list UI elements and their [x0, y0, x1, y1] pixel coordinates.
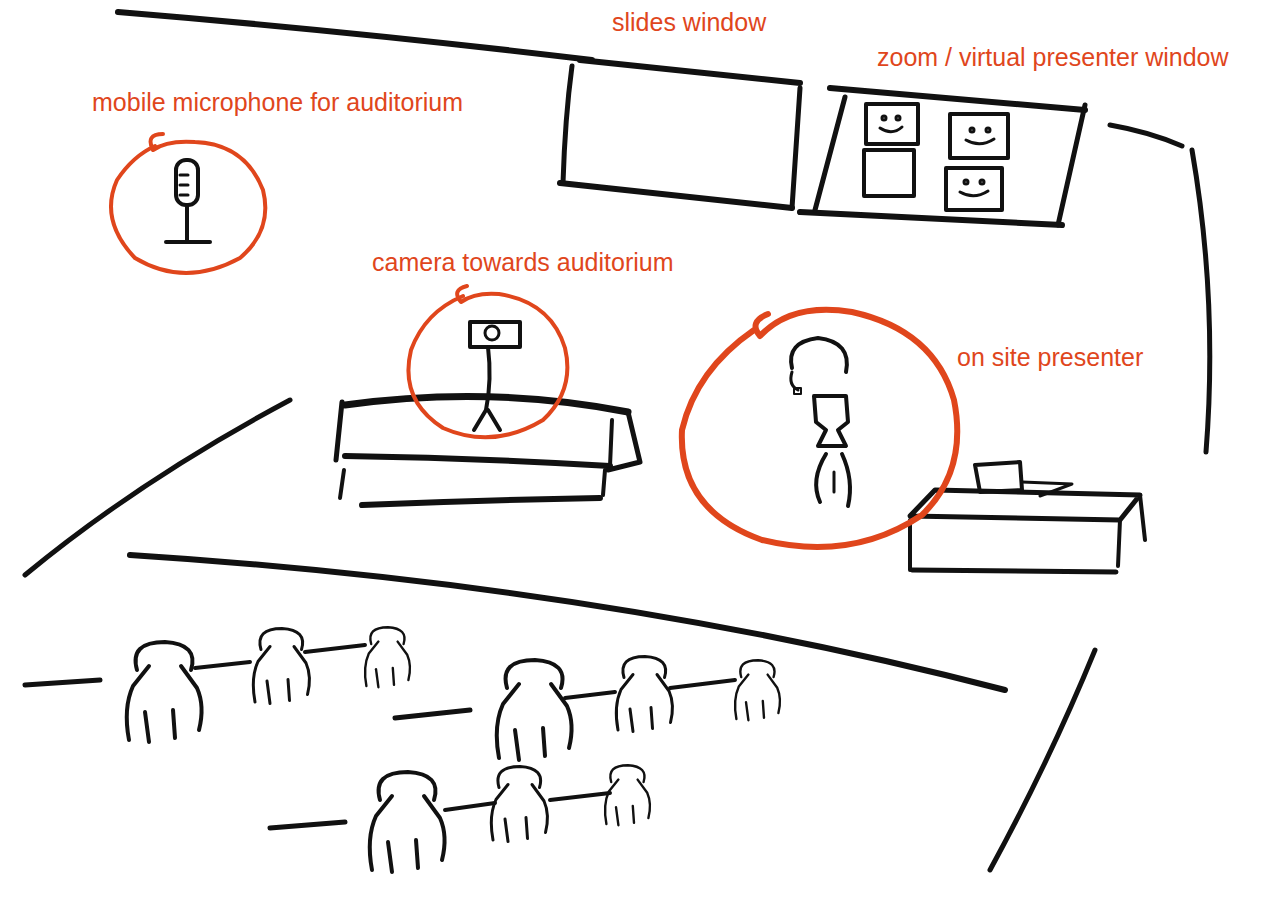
- microphone-symbol: [166, 160, 210, 242]
- camera-symbol: [470, 322, 520, 430]
- outline-stroke: [111, 134, 265, 273]
- zoom-tiles: [864, 104, 1008, 210]
- camera-table: [336, 396, 640, 505]
- callout-label: zoom / virtual presenter window: [877, 43, 1257, 71]
- callout-label: mobile microphone for auditorium: [92, 88, 522, 116]
- node-outline: [800, 85, 1090, 230]
- slides-window: slides window: [560, 58, 805, 213]
- outline-stroke: [408, 286, 567, 437]
- outline-stroke: [682, 310, 957, 547]
- outline-stroke: [830, 88, 1085, 110]
- outline-stroke: [1058, 105, 1085, 225]
- callout-label: on site presenter: [957, 343, 1177, 371]
- outline-stroke: [560, 183, 792, 208]
- outline-stroke: [800, 212, 1062, 225]
- node-outline: [560, 58, 805, 213]
- camera-circle: camera towards auditorium: [403, 290, 570, 440]
- callout-label: slides window: [612, 8, 812, 36]
- presenter-circle: on site presenter: [672, 300, 964, 552]
- node-outline: [403, 290, 570, 440]
- outline-stroke: [563, 66, 572, 183]
- node-outline: [105, 140, 270, 275]
- callout-label: camera towards auditorium: [372, 248, 717, 276]
- presenter-figure: [791, 338, 850, 506]
- outline-stroke: [580, 60, 800, 83]
- room-walls: [25, 12, 1210, 870]
- zoom-window: zoom / virtual presenter window: [800, 85, 1090, 230]
- outline-stroke: [815, 97, 845, 210]
- microphone-circle: mobile microphone for auditorium: [105, 140, 270, 275]
- node-outline: [672, 300, 964, 552]
- outline-stroke: [792, 88, 800, 208]
- audience: [25, 627, 780, 872]
